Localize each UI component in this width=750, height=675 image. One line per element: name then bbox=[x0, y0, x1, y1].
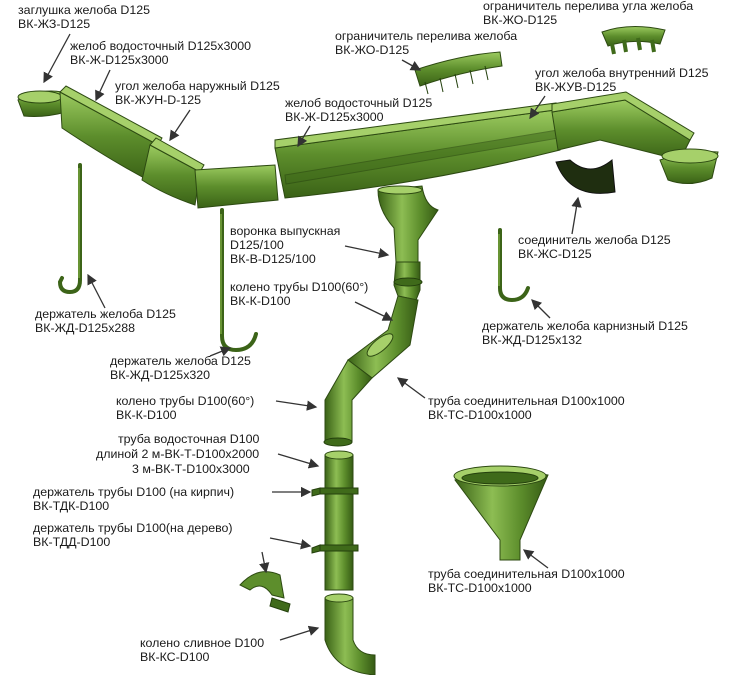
label-end-cap-name: заглушка желоба D125 bbox=[18, 3, 150, 17]
arrow-holder-288 bbox=[87, 273, 106, 309]
overflow-limiter-part bbox=[414, 51, 503, 95]
arrow-pipe-connector-2 bbox=[522, 549, 549, 569]
label-drain-elbow-name: колено сливное D100 bbox=[140, 636, 264, 650]
label-corner-limiter-name: ограничитель перелива угла желоба bbox=[483, 0, 693, 13]
arrow-downpipe bbox=[277, 453, 320, 469]
label-holder-288-name: держатель желоба D125 bbox=[35, 307, 176, 321]
label-holder-wood-name: держатель трубы D100(на дерево) bbox=[33, 521, 233, 535]
label-gutter-connector-code: ВК-ЖС-D125 bbox=[518, 247, 592, 261]
gutter-angle-part bbox=[194, 164, 279, 209]
funnel-part bbox=[377, 185, 439, 263]
arrow-eaves-holder bbox=[531, 299, 551, 319]
label-elbow-lower-name: колено трубы D100(60°) bbox=[116, 394, 254, 408]
label-downpipe-name: труба водосточная D100 bbox=[118, 432, 260, 446]
arrow-inner-corner bbox=[529, 95, 546, 120]
corner-overflow-limiter-part bbox=[601, 25, 666, 55]
label-end-cap-code: ВК-ЖЗ-D125 bbox=[18, 17, 90, 31]
label-holder-320-name: держатель желоба D125 bbox=[110, 354, 251, 368]
label-eaves-holder-code: ВК-ЖД-D125х132 bbox=[482, 333, 582, 347]
arrow-holder-loose bbox=[259, 551, 270, 574]
label-pipe-connector-1-code: ВК-ТС-D100х1000 bbox=[428, 408, 532, 422]
arrow-funnel bbox=[344, 245, 390, 259]
arrow-elbow-top bbox=[354, 301, 394, 321]
label-inner-corner-code: ВК-ЖУВ-D125 bbox=[535, 80, 616, 94]
label-gutter-center-name: желоб водосточный D125 bbox=[285, 96, 432, 110]
arrow-elbow-lower bbox=[275, 400, 318, 411]
drain-elbow-part bbox=[324, 593, 376, 675]
pipe-holder-loose-part bbox=[239, 571, 291, 613]
label-pipe-connector-1-name: труба соединительная D100х1000 bbox=[428, 394, 625, 408]
eaves-holder-part bbox=[498, 228, 530, 303]
arrow-pipe-connector-1 bbox=[396, 377, 426, 399]
right-cap-part bbox=[659, 148, 719, 184]
arrow-end-cap bbox=[43, 33, 71, 84]
label-outer-corner-name: угол желоба наружный D125 bbox=[115, 79, 280, 93]
label-overflow-limiter-code: ВК-ЖО-D125 bbox=[335, 43, 409, 57]
label-funnel-name: воронка выпускная bbox=[230, 224, 340, 238]
label-holder-320-code: ВК-ЖД-D125х320 bbox=[110, 368, 210, 382]
downpipe-part bbox=[311, 450, 359, 591]
arrow-holder-320 bbox=[209, 346, 232, 357]
label-funnel-size: D125/100 bbox=[230, 238, 284, 252]
cone-connector-part bbox=[453, 465, 549, 561]
label-funnel-code: ВК-В-D125/100 bbox=[230, 252, 316, 266]
label-outer-corner-code: ВК-ЖУН-D-125 bbox=[115, 93, 201, 107]
holder-320-part bbox=[220, 208, 258, 353]
end-cap-part bbox=[17, 90, 67, 117]
gutter-connector-part bbox=[555, 159, 616, 194]
label-drain-elbow-code: ВК-КС-D100 bbox=[140, 650, 209, 664]
arrow-overflow-limiter bbox=[401, 59, 422, 71]
label-elbow-lower-code: ВК-К-D100 bbox=[116, 408, 177, 422]
label-pipe-connector-2-name: труба соединительная D100х1000 bbox=[428, 567, 625, 581]
label-elbow-top-name: колено трубы D100(60°) bbox=[230, 280, 368, 294]
label-holder-brick-code: ВК-ТДК-D100 bbox=[33, 499, 109, 513]
label-downpipe-len3: 3 м-ВК-Т-D100х3000 bbox=[132, 462, 250, 476]
inner-corner-part bbox=[551, 91, 695, 161]
elbow-lower-part bbox=[323, 359, 373, 447]
label-holder-brick-name: держатель трубы D100 (на кирпич) bbox=[33, 485, 234, 499]
label-eaves-holder-name: держатель желоба карнизный D125 bbox=[482, 319, 688, 333]
arrow-outer-corner bbox=[169, 109, 191, 142]
label-inner-corner-name: угол желоба внутренний D125 bbox=[535, 66, 709, 80]
elbow-top-part bbox=[393, 261, 423, 301]
arrow-drain-elbow bbox=[279, 625, 320, 641]
arrow-holder-wood bbox=[269, 537, 312, 550]
holder-288-part bbox=[57, 163, 82, 295]
label-gutter-connector-name: соединитель желоба D125 bbox=[518, 233, 671, 247]
label-gutter-center-code: ВК-Ж-D125х3000 bbox=[285, 110, 384, 124]
label-gutter-left-name: желоб водосточный D125х3000 bbox=[70, 39, 251, 53]
label-corner-limiter-code: ВК-ЖО-D125 bbox=[483, 13, 557, 27]
arrow-gutter-left bbox=[95, 69, 111, 102]
connector-pipe-part bbox=[347, 295, 419, 379]
arrow-gutter-center bbox=[297, 125, 311, 148]
label-holder-wood-code: ВК-ТДД-D100 bbox=[33, 535, 110, 549]
label-holder-288-code: ВК-ЖД-D125х288 bbox=[35, 321, 135, 335]
arrow-gutter-connector bbox=[571, 196, 582, 235]
label-elbow-top-code: ВК-К-D100 bbox=[230, 294, 291, 308]
label-overflow-limiter-name: ограничитель перелива желоба bbox=[335, 29, 517, 43]
label-downpipe-len2: длиной 2 м-ВК-Т-D100х2000 bbox=[96, 447, 259, 461]
outer-corner-part bbox=[141, 137, 205, 206]
label-pipe-connector-2-code: ВК-ТС-D100х1000 bbox=[428, 581, 532, 595]
label-gutter-left-code: ВК-Ж-D125х3000 bbox=[70, 53, 169, 67]
